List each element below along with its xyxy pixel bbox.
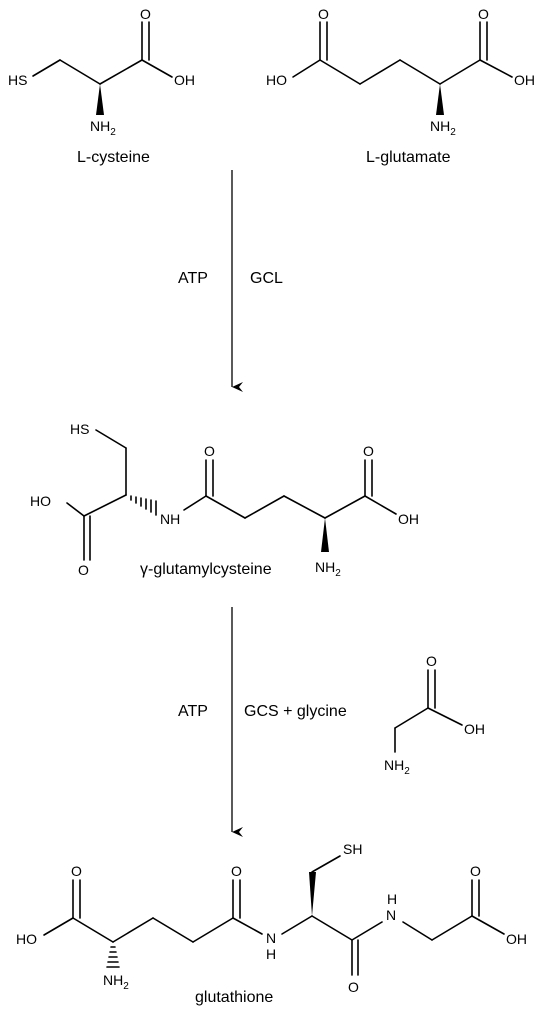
glutamate-name: L-glutamate — [366, 149, 451, 166]
step1-left-label: ATP — [178, 270, 208, 287]
gsh-glu-carbonyl-o-label: O — [71, 863, 82, 879]
ggc-cys-hydroxyl-label: HO — [30, 493, 51, 509]
gsh-amide1-o-label: O — [231, 863, 242, 879]
glutamate-carbonyl-o-label: O — [478, 6, 489, 22]
ggc-amide-o-label: O — [204, 443, 215, 459]
hashed-wedge-bond — [130, 495, 157, 516]
ggc-amide-n-label: NH — [160, 511, 180, 527]
gamma-glutamylcysteine-name: γ-glutamylcysteine — [140, 561, 272, 578]
ggc-amine-label: NH2 — [315, 559, 341, 579]
glycine-hydroxyl-label: OH — [464, 721, 485, 737]
gsh-gly-hydroxyl-label: OH — [506, 931, 527, 947]
step1-right-label: GCL — [250, 270, 283, 287]
cysteine-carbonyl-o-label: O — [140, 6, 151, 22]
gsh-amine-label: NH2 — [103, 972, 129, 992]
cysteine-hydroxyl-label: OH — [174, 72, 195, 88]
gsh-amide2-h-label: H — [387, 891, 397, 907]
cysteine-name: L-cysteine — [77, 149, 150, 166]
gsh-gly-carbonyl-o-label: O — [470, 863, 481, 879]
gamma-glutamylcysteine-structure: HS HO O NH O O OH NH2 — [30, 421, 419, 579]
gsh-glu-hydroxyl-label: HO — [16, 931, 37, 947]
step2-right-label: GCS + glycine — [244, 703, 347, 720]
gsh-cys-carbonyl-o-label: O — [348, 979, 359, 995]
cysteine-thiol-label: HS — [8, 72, 27, 88]
hashed-wedge-bond — [106, 946, 120, 968]
gsh-amide1-n-label: N — [266, 930, 276, 946]
gsh-thiol-label: SH — [343, 841, 362, 857]
glutathione-structure: HO O NH2 O N H SH O H N O OH — [16, 841, 527, 995]
glutamate-amine-label: NH2 — [430, 118, 456, 138]
ggc-cys-carbonyl-o-label: O — [78, 562, 89, 578]
gsh-amide1-h-label: H — [266, 946, 276, 962]
step2-left-label: ATP — [178, 703, 208, 720]
glutathione-name: glutathione — [195, 989, 273, 1006]
glutamate-side-carbonyl-o-label: O — [318, 6, 329, 22]
glycine-carbonyl-o-label: O — [426, 653, 437, 669]
cysteine-amine-label: NH2 — [90, 118, 116, 138]
gsh-amide2-n-label: N — [386, 907, 396, 923]
glutamate-structure: HO O O OH NH2 — [266, 6, 535, 138]
glutamate-side-hydroxyl-label: HO — [266, 72, 287, 88]
glutamate-hydroxyl-label: OH — [514, 72, 535, 88]
glycine-structure: O OH NH2 — [384, 653, 485, 777]
cysteine-structure: HS O OH NH2 — [8, 6, 195, 138]
glycine-amine-label: NH2 — [384, 757, 410, 777]
ggc-glu-carbonyl-o-label: O — [363, 443, 374, 459]
ggc-thiol-label: HS — [70, 421, 89, 437]
ggc-glu-hydroxyl-label: OH — [398, 511, 419, 527]
